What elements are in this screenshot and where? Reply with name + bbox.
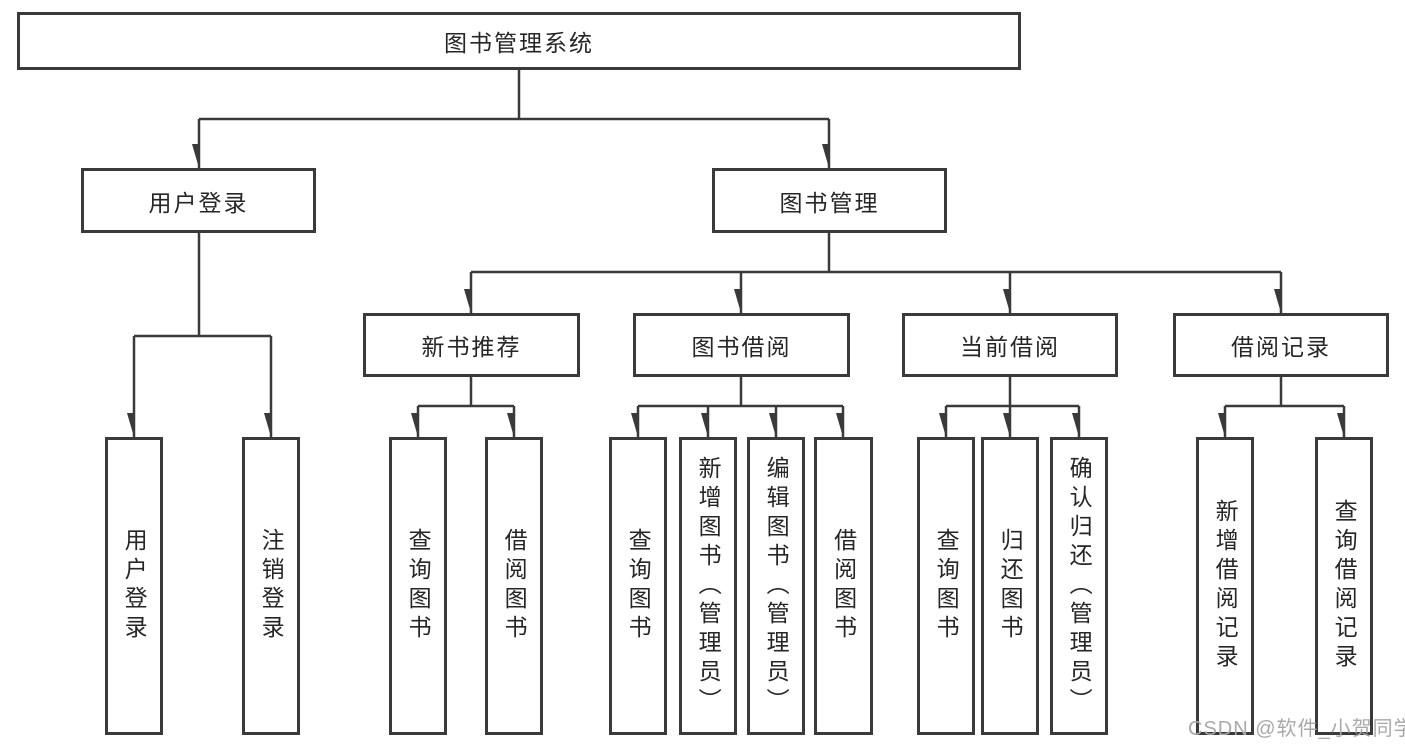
leaf-user-login-label: 用户登录 (121, 528, 148, 644)
leaf-confirm-return-admin: 确认归还（管理员） (1050, 437, 1108, 735)
node-current-borrow: 当前借阅 (902, 313, 1118, 377)
node-borrow-records-label: 借阅记录 (1231, 334, 1331, 360)
leaf-query-books-recommend-label: 查询图书 (405, 528, 432, 644)
leaf-borrow-books-recommend: 借阅图书 (485, 437, 543, 735)
leaf-query-books-borrow: 查询图书 (609, 437, 667, 735)
leaf-query-books-current-label: 查询图书 (933, 528, 960, 644)
node-new-book-recommend-label: 新书推荐 (421, 334, 522, 360)
leaf-add-books-admin: 新增图书（管理员） (679, 437, 737, 735)
leaf-confirm-return-admin-label: 确认归还（管理员） (1066, 455, 1093, 717)
node-user-login: 用户登录 (81, 168, 316, 233)
leaf-query-borrow-record: 查询借阅记录 (1315, 437, 1373, 735)
leaf-borrow-books: 借阅图书 (814, 437, 873, 735)
leaf-edit-books-admin: 编辑图书（管理员） (747, 437, 805, 735)
leaf-return-books: 归还图书 (981, 437, 1039, 735)
node-user-login-label: 用户登录 (148, 189, 249, 216)
node-book-management: 图书管理 (712, 168, 947, 233)
leaf-add-borrow-record: 新增借阅记录 (1196, 437, 1254, 735)
node-book-management-label: 图书管理 (779, 189, 880, 216)
leaf-add-borrow-record-label: 新增借阅记录 (1212, 499, 1239, 673)
leaf-borrow-books-recommend-label: 借阅图书 (501, 528, 528, 644)
leaf-query-books-borrow-label: 查询图书 (625, 528, 652, 644)
leaf-logout-login-label: 注销登录 (258, 528, 285, 644)
csdn-watermark: CSDN @软件_小贺同学 (1188, 718, 1405, 740)
leaf-edit-books-admin-label: 编辑图书（管理员） (763, 455, 790, 717)
leaf-logout-login: 注销登录 (242, 437, 300, 735)
leaf-query-books-current: 查询图书 (917, 437, 975, 735)
leaf-query-books-recommend: 查询图书 (389, 437, 447, 735)
node-current-borrow-label: 当前借阅 (960, 334, 1060, 360)
node-new-book-recommend: 新书推荐 (363, 313, 580, 377)
leaf-query-borrow-record-label: 查询借阅记录 (1331, 499, 1358, 673)
leaf-return-books-label: 归还图书 (997, 528, 1024, 644)
leaf-add-books-admin-label: 新增图书（管理员） (695, 455, 722, 717)
node-root: 图书管理系统 (17, 12, 1021, 70)
node-book-borrow: 图书借阅 (633, 313, 850, 377)
node-root-label: 图书管理系统 (444, 30, 594, 56)
leaf-borrow-books-label: 借阅图书 (830, 528, 857, 644)
leaf-user-login: 用户登录 (105, 437, 163, 735)
node-borrow-records: 借阅记录 (1173, 313, 1389, 377)
node-book-borrow-label: 图书借阅 (691, 334, 792, 360)
